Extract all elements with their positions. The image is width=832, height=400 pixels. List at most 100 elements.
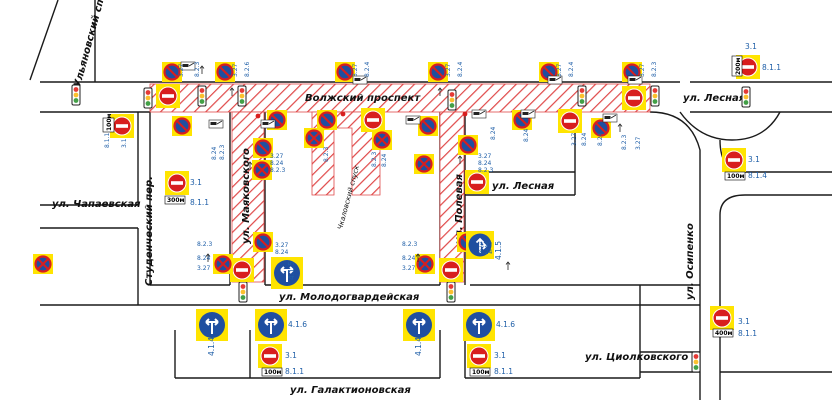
street-galaktionovskaya: ул. Галактионовская — [290, 385, 411, 396]
code-label: 3.1 — [494, 351, 506, 360]
code-label: 3.27 — [270, 153, 284, 160]
no-entry-sign-icon — [621, 85, 647, 111]
code-label: 8.24 — [211, 146, 218, 160]
code-label: 3.27 — [571, 132, 578, 146]
street-tsiolkovskogo: ул. Циолковского — [585, 352, 688, 363]
no-parking-sign-icon — [412, 152, 436, 176]
street-lesnaya-mid: ул. Лесная — [492, 181, 555, 192]
traffic-light-icon — [237, 85, 247, 107]
code-label: 4.1.4 — [414, 337, 423, 356]
tow-truck-sign-icon — [208, 119, 224, 129]
code-label: 3.27 — [352, 63, 359, 77]
code-label: 3.27 — [197, 265, 211, 272]
code-label: 8.24 — [581, 132, 588, 146]
code-label: 8.2.3 — [651, 62, 658, 77]
direction-sign-icon — [195, 308, 229, 342]
code-label: 4.1.6 — [288, 320, 307, 329]
tow-truck-sign-icon — [520, 109, 536, 119]
traffic-light-icon — [447, 89, 457, 111]
code-label: 3.27 — [478, 153, 492, 160]
traffic-light-icon — [741, 86, 751, 108]
no-entry-sign-icon — [557, 108, 583, 134]
arrow-icon — [617, 123, 623, 133]
code-label: 8.24 — [275, 249, 289, 256]
code-label: 3.1 — [190, 178, 202, 187]
plate-text: 400м — [715, 330, 733, 337]
traffic-light-icon — [650, 85, 660, 107]
code-label: 3.1 — [285, 351, 297, 360]
marker-dot — [340, 111, 346, 117]
no-entry-sign-icon — [164, 170, 190, 196]
no-stopping-sign-icon — [315, 108, 339, 132]
code-label: 8.24 — [402, 255, 416, 262]
code-label: 3.1 — [745, 42, 757, 51]
no-stopping-sign-icon — [456, 133, 480, 157]
no-entry-sign-icon — [229, 257, 255, 283]
street-polevaya: ул. Полевая — [454, 173, 465, 244]
sign-code-labels: 3.1 8.1.1 3.1 8.1.1 3.1 8.1.1 3.1 8.1.1 … — [104, 42, 781, 376]
code-label: 8.24 — [270, 160, 284, 167]
no-entry-sign-icon — [466, 343, 492, 369]
code-label: 8.1.1 — [190, 198, 209, 207]
street-volzhsky: Волжский проспект — [305, 93, 421, 104]
code-label: 4.1.6 — [496, 320, 515, 329]
code-label: 3.27 — [639, 63, 646, 77]
plate-text: 100м — [106, 113, 113, 131]
marker-dot — [462, 111, 468, 117]
traffic-light-icon — [71, 84, 81, 106]
code-label: 8.2.3 — [197, 241, 212, 248]
no-entry-sign-icon — [438, 257, 464, 283]
tow-truck-sign-icon — [471, 109, 487, 119]
code-label: 3.27 — [275, 242, 289, 249]
traffic-light-icon — [197, 85, 207, 107]
code-label: 8.24 — [597, 132, 604, 146]
code-label: 3.27 — [556, 63, 563, 77]
code-label: 8.2.3 — [402, 241, 417, 248]
code-label: 8.2.3 — [219, 145, 226, 160]
traffic-light-icon — [446, 281, 456, 303]
no-parking-sign-icon — [31, 252, 55, 276]
code-label: 4.1.5 — [494, 241, 503, 260]
code-label: 8.24 — [523, 128, 530, 142]
plate-text: 100м — [264, 369, 282, 376]
distance-plates: 100м 300м 100м 100м 400м 100м 200м — [102, 55, 746, 377]
code-label: 8.24 — [479, 249, 493, 256]
code-label: 8.2.3 — [621, 135, 628, 150]
code-label: 8.24 — [478, 160, 492, 167]
arrow-icon — [505, 261, 511, 271]
street-studenchesky: Студенческий пер. — [144, 176, 155, 286]
code-label: 8.2.4 — [364, 62, 371, 77]
street-molodogvardeyskaya: ул. Молодогвардейская — [279, 292, 420, 303]
plate-text: 300м — [167, 197, 185, 204]
code-label: 3.27 — [402, 265, 416, 272]
street-osipenko: ул. Осипенко — [685, 223, 696, 300]
tow-truck-sign-icon — [405, 115, 421, 125]
code-label: 8.1.1 — [494, 367, 513, 376]
marker-dot — [255, 113, 261, 119]
code-label: 3.27 — [445, 63, 452, 77]
code-label: 8.2.6 — [244, 62, 251, 77]
code-label: 8.2.4 — [457, 62, 464, 77]
code-label: 3.1 — [121, 138, 128, 148]
street-labels: Волжский проспект ул. Лесная ул. Лесная … — [52, 0, 746, 396]
code-label: 8.1.1 — [738, 329, 757, 338]
no-parking-sign-icon — [211, 252, 235, 276]
code-label: 8.24 — [381, 153, 388, 167]
markers — [255, 111, 468, 119]
street-ulyanovsky: Ульяновский сп. — [72, 0, 107, 89]
code-label: 4.1.4 — [207, 337, 216, 356]
code-label: 8.1.4 — [748, 171, 767, 180]
direction-sign-icon — [402, 308, 436, 342]
no-entry-sign-icon — [257, 343, 283, 369]
no-stopping-sign-icon — [251, 230, 275, 254]
code-label: 3.27 — [232, 63, 239, 77]
street-chapaevskaya: ул. Чапаевская — [52, 199, 141, 210]
no-stopping-sign-icon — [416, 114, 440, 138]
code-label: 8.2.3 — [323, 147, 330, 162]
no-entry-sign-icon — [155, 83, 181, 109]
no-stopping-sign-icon — [170, 114, 194, 138]
no-entry-sign-icon — [721, 147, 747, 173]
tow-truck-sign-icon — [602, 113, 618, 123]
traffic-light-icon — [691, 351, 701, 373]
street-lesnaya-right: ул. Лесная — [683, 93, 746, 104]
